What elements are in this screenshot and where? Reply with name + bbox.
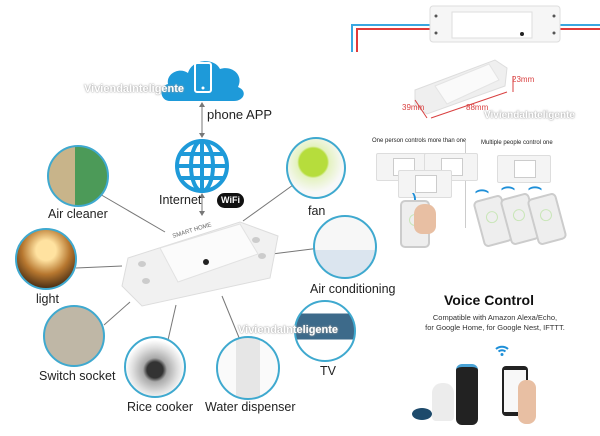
one-person-title: One person controls more than one bbox=[372, 138, 467, 144]
rice-cooker-label: Rice cooker bbox=[127, 400, 193, 414]
mini-switch bbox=[497, 155, 551, 183]
light-label: light bbox=[36, 292, 59, 306]
dimension-length: 88mm bbox=[466, 103, 489, 112]
device-fan[interactable] bbox=[286, 137, 346, 199]
device-light[interactable] bbox=[15, 228, 77, 290]
wiring-diagram bbox=[351, 5, 600, 52]
multi-people-title: Multiple people control one bbox=[481, 140, 553, 146]
air-cleaner-label: Air cleaner bbox=[48, 207, 108, 221]
device-air-cleaner[interactable] bbox=[47, 145, 109, 207]
google-home bbox=[432, 383, 454, 421]
device-air-conditioning[interactable] bbox=[313, 215, 377, 279]
switch-socket-label: Switch socket bbox=[39, 369, 116, 383]
water-dispenser-label: Water dispenser bbox=[205, 400, 296, 414]
watermark-2: ViviendaInteligente bbox=[238, 324, 339, 336]
device-tv[interactable] bbox=[294, 300, 356, 362]
tv-label: TV bbox=[320, 364, 336, 378]
cloud-icon bbox=[161, 61, 244, 101]
wifi-icon bbox=[495, 345, 509, 356]
wifi-icon: ) bbox=[525, 185, 542, 191]
phone-app-label: phone APP bbox=[207, 107, 273, 122]
smart-switch-device bbox=[121, 221, 279, 307]
echo-dot bbox=[412, 408, 432, 420]
watermark-3: ViviendaInteligente bbox=[484, 110, 575, 121]
voice-compat-text: Compatible with Amazon Alexa/Echo, for G… bbox=[400, 313, 590, 333]
wifi-icon: ) bbox=[472, 188, 489, 194]
device-dimensions bbox=[414, 59, 514, 119]
device-water-dispenser[interactable] bbox=[216, 336, 280, 400]
dimension-width: 39mm bbox=[402, 103, 425, 112]
watermark-1: ViviendaInteligente bbox=[84, 83, 185, 95]
dimension-height: 23mm bbox=[512, 75, 535, 84]
hand-icon bbox=[518, 380, 536, 424]
wifi-badge: WiFi bbox=[217, 193, 244, 208]
device-rice-cooker[interactable] bbox=[124, 336, 186, 398]
voice-control-title: Voice Control bbox=[444, 292, 534, 308]
device-switch-socket[interactable] bbox=[43, 305, 105, 367]
internet-label: Internet bbox=[159, 193, 202, 207]
wifi-icon: ) bbox=[412, 190, 417, 206]
hand-icon bbox=[414, 204, 436, 234]
mini-switch bbox=[398, 170, 452, 198]
voice-line-1: Compatible with Amazon Alexa/Echo, bbox=[432, 313, 558, 322]
fan-label: fan bbox=[308, 204, 326, 218]
divider bbox=[465, 140, 466, 228]
wifi-badge-text: WiFi bbox=[221, 195, 240, 205]
voice-line-2: for Google Home, for Google Nest, IFTTT. bbox=[425, 323, 565, 332]
wifi-icon: ) bbox=[498, 185, 515, 191]
globe-icon bbox=[175, 139, 229, 193]
amazon-echo bbox=[456, 364, 478, 425]
air-conditioning-label: Air conditioning bbox=[310, 282, 396, 296]
